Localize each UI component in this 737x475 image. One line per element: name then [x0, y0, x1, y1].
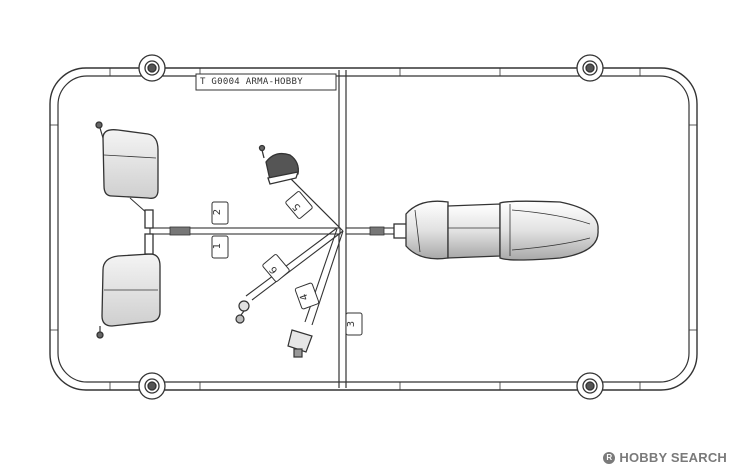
mirror-lower: [96, 233, 161, 339]
part-number-tags: [211, 191, 363, 336]
tag-2: [211, 201, 229, 225]
mirror-upper: [95, 121, 159, 229]
part-number-1: 1: [212, 243, 223, 249]
watermark-text: HOBBY SEARCH: [619, 450, 727, 465]
part-number-text: 1 2 3 4 5 6: [212, 201, 357, 328]
radial-runners: [245, 172, 344, 326]
part-ball-stick: [235, 300, 250, 324]
part-body: [393, 200, 599, 261]
tag-6: [262, 254, 290, 282]
part-number-4: 4: [298, 292, 311, 302]
tag-5: [285, 191, 313, 219]
gates: [169, 226, 385, 236]
part-number-5: 5: [291, 201, 304, 213]
part-number-2: 2: [212, 209, 223, 215]
registered-icon: [603, 451, 616, 464]
frame-ring: [138, 54, 604, 400]
tag-1: [211, 235, 229, 259]
sprue-label: T G0004 ARMA-HOBBY: [200, 77, 303, 87]
part-cap: [258, 144, 299, 185]
tag-3: [345, 312, 363, 336]
part-number-3: 3: [346, 321, 357, 327]
part-number-6: 6: [268, 264, 281, 276]
tag-4: [294, 282, 320, 310]
part-lamp: [287, 329, 313, 358]
sprue-label-box: [195, 73, 337, 91]
hobby-search-watermark: HOBBY SEARCH: [603, 450, 727, 465]
